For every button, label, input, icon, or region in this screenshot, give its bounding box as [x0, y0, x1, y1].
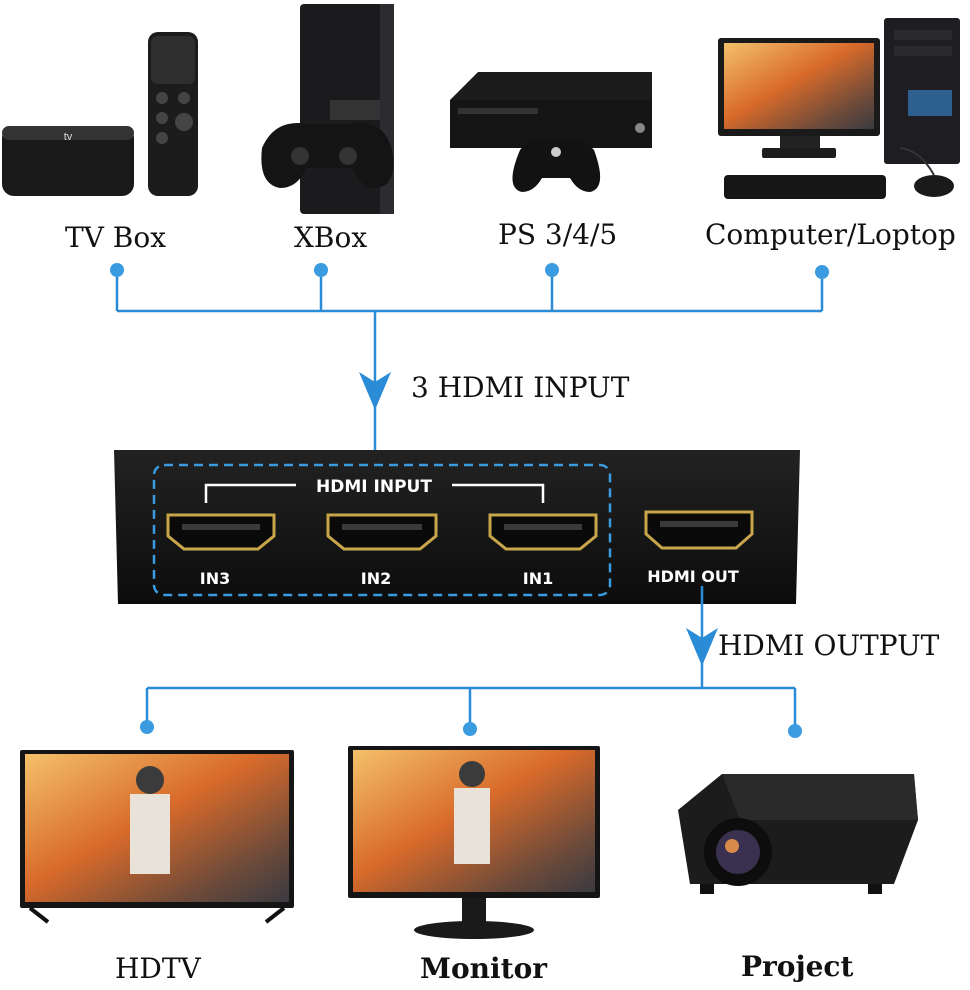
monitor-label: Monitor: [420, 952, 548, 985]
hdmi-switch-box: HDMI INPUT IN3 IN2 IN1 HDMI OUT: [114, 450, 800, 604]
xbox-console-icon: [450, 72, 652, 192]
input-group-frame: [152, 463, 612, 597]
output-connector: [140, 586, 802, 738]
hdmi-input-label: HDMI INPUT: [316, 477, 432, 497]
svg-text:tv: tv: [64, 131, 73, 143]
projector-icon: [678, 774, 918, 894]
input-connector: [110, 263, 829, 462]
tv-box-dot: [110, 263, 124, 277]
input-arrow-icon: [359, 372, 391, 410]
xbox-label: XBox: [294, 221, 368, 254]
apple-tv-box-icon: tv: [2, 32, 198, 196]
port-label-in1: IN1: [523, 569, 553, 588]
game-console-icon: [261, 4, 394, 214]
tv-box-label: TV Box: [65, 221, 167, 254]
monitor-icon: [348, 746, 600, 939]
hdtv-label: HDTV: [115, 952, 201, 985]
hdmi-port-in2: [326, 513, 438, 551]
computer-label: Computer/Loptop: [705, 218, 956, 251]
hdmi-port-out: [644, 510, 754, 550]
computer-dot: [815, 265, 829, 279]
projector-label: Project: [741, 950, 854, 983]
television-icon: [20, 750, 294, 924]
output-arrow-label: HDMI OUTPUT: [718, 629, 940, 662]
input-arrow-label: 3 HDMI INPUT: [411, 371, 630, 404]
ps-label: PS 3/4/5: [498, 218, 618, 251]
desktop-computer-icon: [718, 18, 960, 199]
output-arrow-icon: [686, 628, 718, 666]
hdtv-dot: [140, 720, 154, 734]
hdmi-port-in3: [166, 513, 276, 551]
hdmi-port-in1: [488, 513, 598, 551]
monitor-dot: [463, 722, 477, 736]
xbox-dot: [314, 263, 328, 277]
ps-dot: [545, 263, 559, 277]
projector-dot: [788, 724, 802, 738]
hdmi-out-label: HDMI OUT: [647, 567, 739, 586]
port-label-in3: IN3: [200, 569, 230, 588]
port-label-in2: IN2: [361, 569, 391, 588]
